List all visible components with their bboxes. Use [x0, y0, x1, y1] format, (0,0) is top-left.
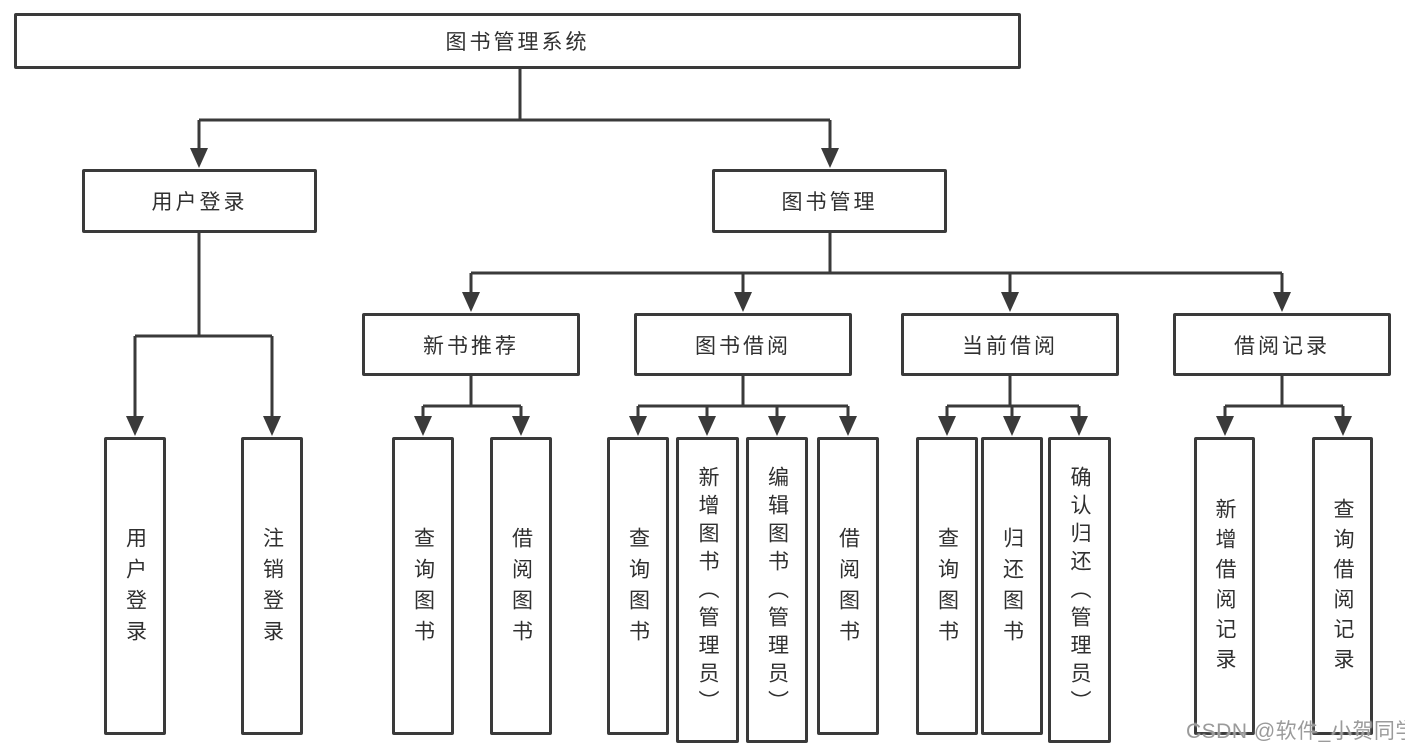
- leaf-label: 查询图书: [626, 526, 650, 651]
- node-label: 当前借阅: [962, 334, 1058, 358]
- csdn-watermark: CSDN @软件_小贺同学: [1186, 720, 1405, 743]
- leaf-label: 确认归还（管理员）: [1068, 465, 1091, 718]
- leaf-query-books-borrowing: 查询图书: [607, 437, 669, 735]
- leaf-query-books-recommend: 查询图书: [392, 437, 454, 735]
- node-book-management: 图书管理: [712, 169, 947, 233]
- leaf-label: 新增借阅记录: [1213, 498, 1236, 678]
- node-current-borrowing: 当前借阅: [901, 313, 1119, 376]
- leaf-borrow-books-borrowing: 借阅图书: [817, 437, 879, 735]
- leaf-query-books-current: 查询图书: [916, 437, 978, 735]
- node-library-management-system: 图书管理系统: [14, 13, 1021, 69]
- node-label: 图书管理系统: [445, 31, 590, 54]
- leaf-label: 查询图书: [411, 526, 435, 651]
- leaf-label: 归还图书: [1000, 526, 1024, 651]
- leaf-add-books-admin: 新增图书（管理员）: [676, 437, 739, 743]
- arrowheads: [126, 148, 1352, 436]
- leaf-borrow-books-recommend: 借阅图书: [490, 437, 552, 735]
- leaf-query-borrow-record: 查询借阅记录: [1312, 437, 1373, 735]
- leaf-label: 新增图书（管理员）: [696, 465, 719, 718]
- leaf-return-books: 归还图书: [981, 437, 1043, 735]
- leaf-add-borrow-record: 新增借阅记录: [1194, 437, 1255, 735]
- leaf-label: 借阅图书: [509, 526, 533, 651]
- node-new-book-recommendation: 新书推荐: [362, 313, 580, 376]
- leaf-label: 借阅图书: [836, 526, 860, 651]
- node-label: 新书推荐: [423, 334, 519, 358]
- node-borrowing-records: 借阅记录: [1173, 313, 1391, 376]
- leaf-logout: 注销登录: [241, 437, 303, 735]
- node-book-borrowing: 图书借阅: [634, 313, 852, 376]
- leaf-confirm-return-admin: 确认归还（管理员）: [1048, 437, 1111, 743]
- node-label: 借阅记录: [1234, 334, 1330, 358]
- leaf-label: 查询借阅记录: [1331, 498, 1354, 678]
- node-user-login: 用户登录: [82, 169, 317, 233]
- node-label: 图书借阅: [695, 334, 791, 358]
- leaf-label: 注销登录: [260, 526, 284, 651]
- leaf-user-login: 用户登录: [104, 437, 166, 735]
- leaf-label: 查询图书: [935, 526, 959, 651]
- leaf-edit-books-admin: 编辑图书（管理员）: [746, 437, 808, 743]
- leaf-label: 编辑图书（管理员）: [765, 465, 789, 718]
- node-label: 用户登录: [151, 191, 248, 214]
- node-label: 图书管理: [781, 191, 878, 214]
- leaf-label: 用户登录: [123, 526, 147, 651]
